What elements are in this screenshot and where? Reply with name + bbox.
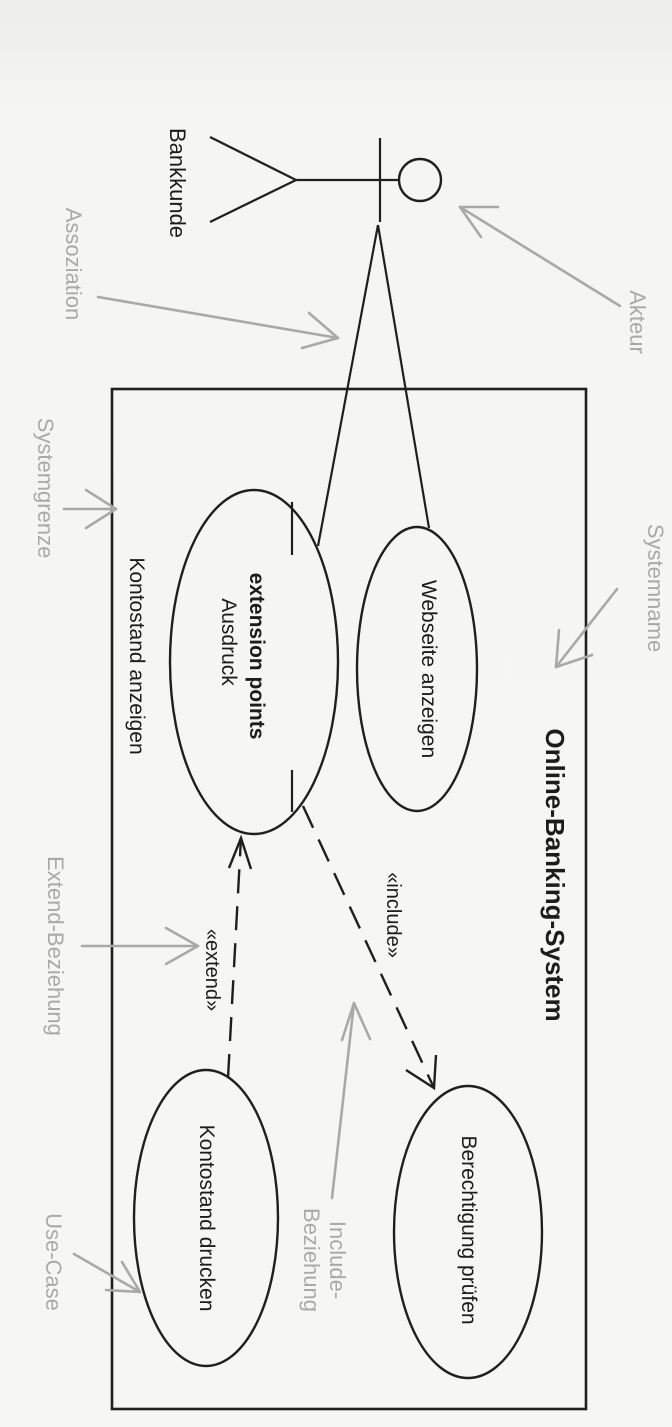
use-case-label-webseite: Webseite anzeigen <box>417 580 440 758</box>
use-case-label-berechtigung: Berechtigung prüfen <box>457 1135 480 1324</box>
annotation-arrow-extend <box>80 926 200 966</box>
extend-arrowhead <box>227 834 253 870</box>
actor-head <box>397 157 443 203</box>
annotation-use-case: Use-Case <box>41 1213 66 1311</box>
extend-relation <box>226 834 253 1079</box>
system-boundary <box>110 387 588 1411</box>
annotation-arrow-akteur <box>458 205 622 308</box>
actor-name: Bankkunde <box>165 128 190 238</box>
annotation-assoziation: Assoziation <box>61 208 86 321</box>
extension-points-title: extension points <box>245 573 268 740</box>
annotation-include-line1: Include- <box>325 1221 350 1299</box>
actor-leg-left <box>209 136 297 181</box>
use-case-label-kontostand-anzeigen: Kontostand anzeigen <box>125 557 148 754</box>
annotation-arrow-systemgrenze <box>62 488 118 530</box>
annotation-arrow-use-case <box>72 1252 142 1294</box>
annotation-systemgrenze: Systemgrenze <box>33 418 58 559</box>
use-case-label-kontostand-drucken: Kontostand drucken <box>195 1125 218 1312</box>
include-stereotype: «include» <box>382 872 404 958</box>
actor-bankkunde <box>209 136 443 223</box>
annotation-systemname: Systemname <box>643 524 668 652</box>
use-case-webseite-anzeigen <box>355 525 479 813</box>
annotation-arrow-systemname <box>554 587 619 669</box>
actor-leg-right <box>209 179 297 223</box>
association-line-kontostand-anzeigen <box>316 224 380 547</box>
annotation-extend-beziehung: Extend-Beziehung <box>43 856 68 1036</box>
annotation-include-line2: Beziehung <box>299 1208 324 1312</box>
include-arrowhead <box>405 1054 438 1091</box>
extend-stereotype: «extend» <box>201 929 223 1011</box>
use-case-kontostand-drucken <box>132 1068 280 1368</box>
annotation-arrow-include <box>330 1001 372 1200</box>
annotation-akteur: Akteur <box>625 290 650 354</box>
association-line-webseite <box>376 224 431 529</box>
extension-point-ausdruck: Ausdruck <box>217 598 240 686</box>
system-name: Online-Banking-System <box>540 728 570 1021</box>
use-case-berechtigung-pruefen <box>392 1084 544 1380</box>
annotation-arrow-assoziation <box>96 295 340 350</box>
use-case-kontostand-anzeigen <box>168 488 340 836</box>
include-relation <box>301 805 438 1091</box>
